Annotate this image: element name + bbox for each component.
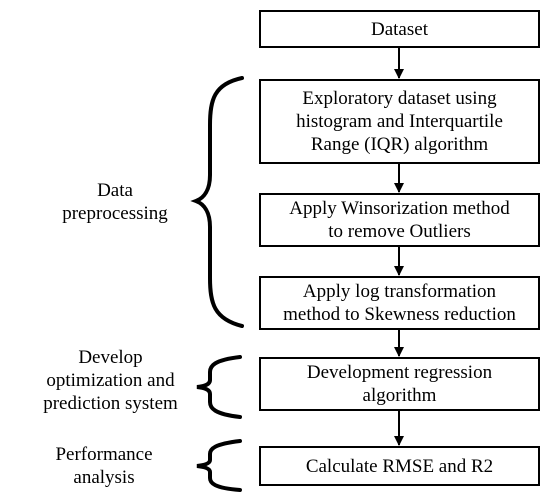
brace-optimization	[196, 355, 242, 419]
exploratory-box: Exploratory dataset using histogram and …	[259, 79, 540, 164]
group-label-preprocessing: Data preprocessing	[62, 180, 168, 224]
group-label-optimization: Develop optimization and prediction syst…	[43, 347, 178, 414]
log-transform-box: Apply log transformation method to Skewn…	[259, 276, 540, 330]
dataset-box: Dataset	[259, 10, 540, 48]
brace-preprocessing	[190, 76, 244, 328]
brace-performance	[196, 439, 242, 492]
group-label-performance: Performance analysis	[55, 444, 153, 488]
winsorization-box: Apply Winsorization method to remove Out…	[259, 193, 540, 247]
rmse-box: Calculate RMSE and R2	[259, 446, 540, 486]
regression-box: Development regression algorithm	[259, 357, 540, 411]
